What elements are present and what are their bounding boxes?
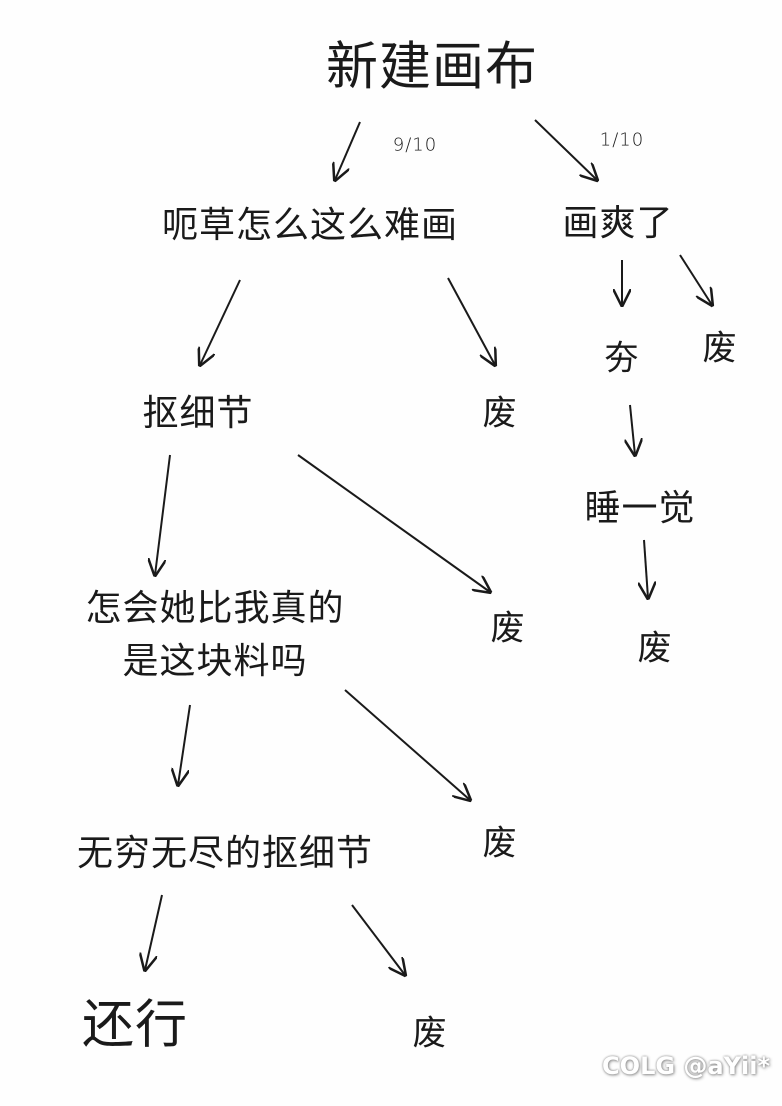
arrow-3: [200, 279, 241, 365]
arrow-6: [679, 254, 712, 305]
arrow-4: [447, 277, 495, 365]
node-trash-3: 废: [490, 608, 526, 649]
arrow-2: [534, 119, 597, 180]
probability-right: 1/10: [599, 129, 645, 151]
arrow-13: [145, 894, 163, 970]
arrow-9: [297, 454, 490, 592]
arrow-1: [335, 121, 361, 180]
arrow-12: [344, 689, 470, 800]
node-trash-4: 废: [637, 628, 673, 669]
node-trash-1: 废: [482, 393, 518, 434]
node-doubt-line-2: 是这块料吗: [122, 641, 308, 682]
node-doubt-line-1: 怎会她比我真的: [85, 588, 345, 629]
node-hard-to-draw: 呃草怎么这么难画: [161, 205, 459, 246]
root-node: 新建画布: [325, 37, 539, 98]
probability-left: 9/10: [392, 134, 438, 156]
node-trash-2: 废: [702, 328, 738, 369]
node-enjoyed: 画爽了: [562, 203, 674, 244]
arrow-14: [351, 904, 405, 975]
node-details: 抠细节: [142, 393, 254, 434]
arrow-11: [178, 704, 191, 785]
node-endless: 无穷无尽的抠细节: [76, 833, 374, 874]
arrow-7: [630, 404, 635, 455]
node-great: 夯: [604, 338, 640, 379]
node-sleep: 睡一觉: [584, 488, 696, 529]
watermark: COLG @aYii*: [602, 1052, 770, 1080]
arrow-8: [155, 454, 171, 575]
arrow-10: [644, 539, 648, 598]
node-trash-5: 废: [482, 823, 518, 864]
node-okay: 还行: [81, 995, 189, 1056]
node-trash-6: 废: [412, 1013, 448, 1054]
